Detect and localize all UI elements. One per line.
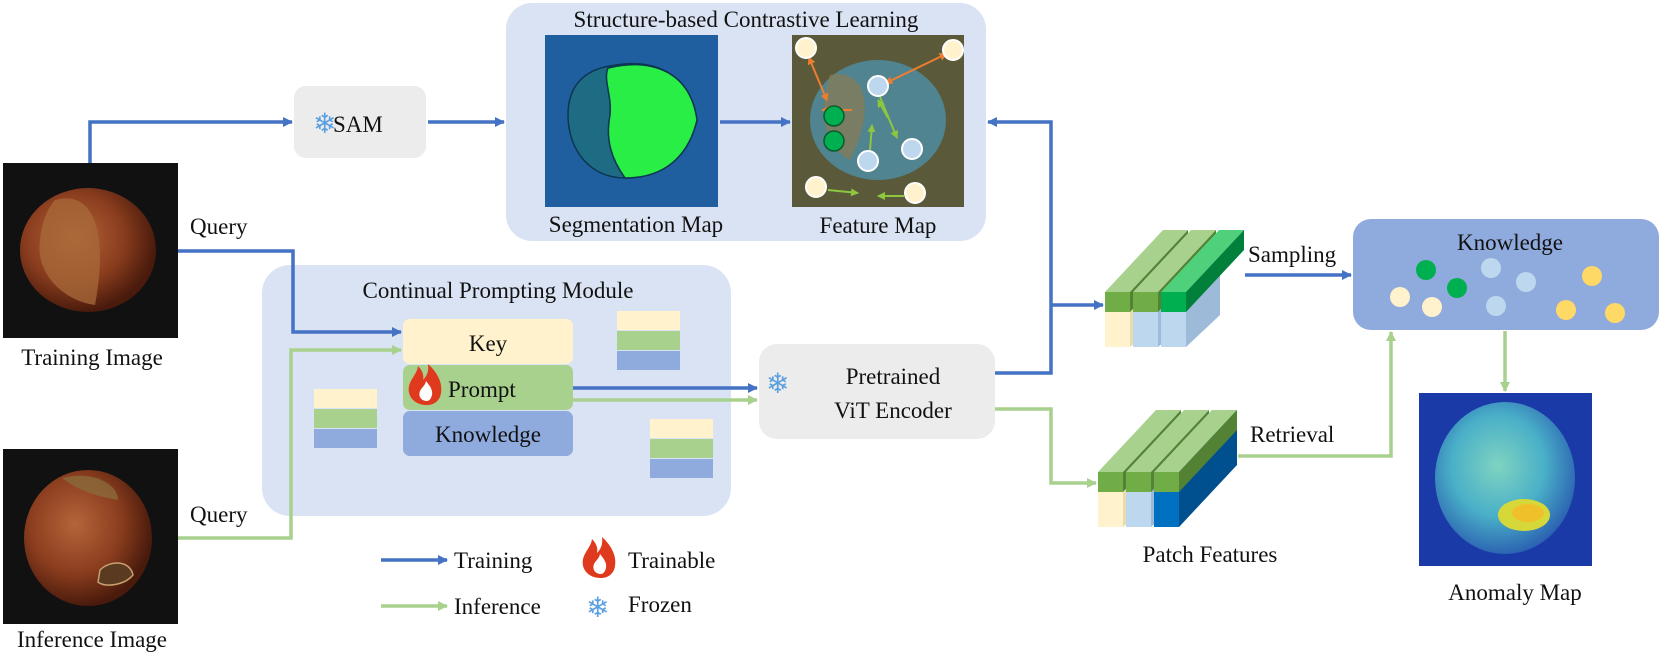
patch-feature-stack bbox=[1098, 410, 1237, 527]
fire-icon bbox=[582, 537, 616, 578]
segmentation-map-image bbox=[545, 35, 718, 207]
segmentation-map-label: Segmentation Map bbox=[549, 212, 723, 237]
training-flow-arrows bbox=[88, 117, 1352, 393]
snowflake-icon: ❄ bbox=[766, 369, 789, 400]
memory-stack-2 bbox=[314, 389, 377, 448]
training-image-label: Training Image bbox=[21, 345, 163, 370]
fire-icon bbox=[408, 364, 442, 405]
legend-training-label: Training bbox=[454, 548, 533, 573]
query-train-label: Query bbox=[190, 214, 248, 239]
prompting-title: Continual Prompting Module bbox=[363, 278, 634, 303]
legend-trainable-label: Trainable bbox=[628, 548, 715, 573]
snowflake-icon: ❄ bbox=[313, 109, 336, 140]
knowledge-pool-label: Knowledge bbox=[435, 422, 541, 447]
knowledge-bank: Knowledge bbox=[1353, 219, 1659, 330]
training-feature-stack bbox=[1105, 230, 1244, 347]
structure-title: Structure-based Contrastive Learning bbox=[574, 7, 919, 32]
anomaly-map-label: Anomaly Map bbox=[1448, 580, 1582, 605]
memory-stack-1 bbox=[617, 311, 680, 370]
legend: Training Inference Trainable ❄ Frozen bbox=[381, 537, 715, 624]
anomaly-map-image bbox=[1419, 393, 1592, 566]
vit-encoder-block: ❄ Pretrained ViT Encoder bbox=[759, 344, 995, 439]
sam-block: ❄ SAM bbox=[294, 86, 426, 158]
key-box bbox=[403, 319, 573, 364]
patch-features-label: Patch Features bbox=[1143, 542, 1278, 567]
snowflake-icon: ❄ bbox=[586, 593, 609, 624]
legend-frozen-label: Frozen bbox=[628, 592, 692, 617]
sampling-label: Sampling bbox=[1248, 242, 1337, 267]
encoder-label-line2: ViT Encoder bbox=[834, 398, 952, 423]
encoder-label-line1: Pretrained bbox=[846, 364, 941, 389]
query-infer-label: Query bbox=[190, 502, 248, 527]
structure-panel: Structure-based Contrastive Learning Seg… bbox=[506, 3, 986, 241]
prompt-box bbox=[403, 365, 573, 410]
feature-map-image bbox=[792, 35, 964, 207]
knowledge-pool-box bbox=[403, 411, 573, 456]
inference-flow-arrows bbox=[178, 331, 1510, 540]
memory-stack-3 bbox=[650, 419, 713, 478]
legend-inference-label: Inference bbox=[454, 594, 541, 619]
feature-map-label: Feature Map bbox=[820, 213, 937, 238]
inference-image bbox=[3, 449, 178, 624]
knowledge-bank-label: Knowledge bbox=[1457, 230, 1563, 255]
inference-image-label: Inference Image bbox=[17, 627, 167, 652]
sam-label: SAM bbox=[333, 112, 383, 137]
retrieval-label: Retrieval bbox=[1250, 422, 1334, 447]
prompting-module: Continual Prompting Module Key Prompt Kn… bbox=[262, 265, 731, 516]
key-label: Key bbox=[469, 331, 508, 356]
training-image bbox=[3, 163, 178, 338]
prompt-label: Prompt bbox=[448, 377, 516, 402]
